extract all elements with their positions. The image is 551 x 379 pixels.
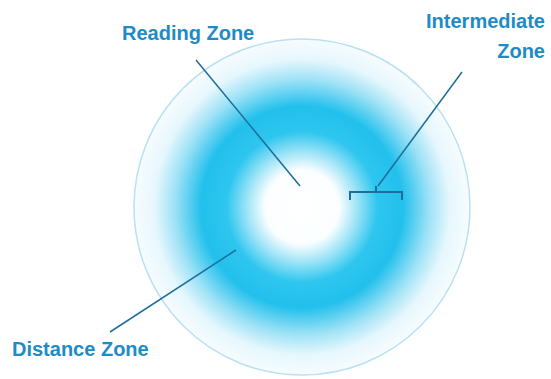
- lens-zones: [134, 39, 470, 375]
- intermediate-bracket: [350, 186, 402, 200]
- leader-line: [110, 250, 236, 332]
- zone-label: Intermediate Zone: [413, 6, 545, 66]
- zone-label: Reading Zone: [122, 18, 254, 48]
- leader-line: [196, 60, 300, 186]
- lens-outline: [134, 39, 470, 375]
- leader-line: [378, 72, 462, 186]
- zone-label: Distance Zone: [12, 334, 149, 364]
